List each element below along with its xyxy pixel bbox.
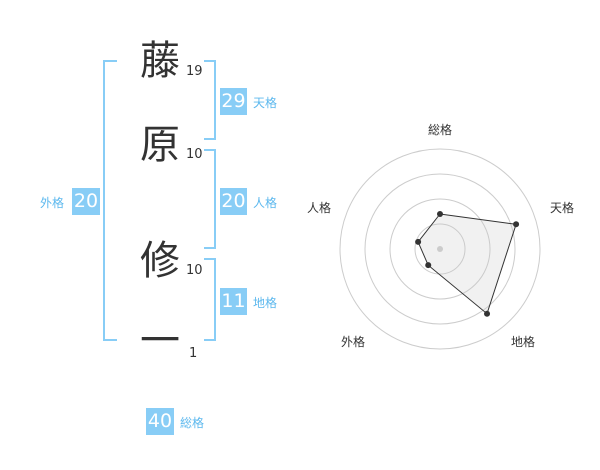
name-char-2: 原 xyxy=(140,122,180,168)
jinkaku-bracket xyxy=(204,149,216,249)
radar-polygon xyxy=(417,213,517,315)
name-char-3: 修 xyxy=(140,238,180,284)
chikaku-label: 地格 xyxy=(253,296,278,310)
radar-ring-2 xyxy=(389,198,491,300)
radar-point-5 xyxy=(415,238,422,245)
radar-label-jinkaku: 人格 xyxy=(307,201,332,215)
radar-point-2 xyxy=(513,221,520,228)
radar-label-soukaku: 総格 xyxy=(428,123,453,137)
name-char-1: 藤 xyxy=(140,38,180,84)
stroke-count-3: 10 xyxy=(186,263,203,278)
radar-ring-1 xyxy=(414,223,466,275)
radar-point-4 xyxy=(425,262,432,269)
tenkaku-bracket xyxy=(204,60,216,140)
name-char-4: 一 xyxy=(140,318,180,364)
jinkaku-label: 人格 xyxy=(253,196,278,210)
radar-label-chikaku: 地格 xyxy=(511,335,536,349)
tenkaku-badge: 29 xyxy=(220,88,247,115)
radar-point-3 xyxy=(484,310,491,317)
radar-ring-4 xyxy=(339,148,541,350)
gaikaku-label: 外格 xyxy=(40,196,65,210)
stroke-count-4: 1 xyxy=(189,346,198,361)
soukaku-badge: 40 xyxy=(146,408,174,435)
stroke-count-2: 10 xyxy=(186,147,203,162)
stroke-count-1: 19 xyxy=(186,64,203,79)
gaikaku-badge: 20 xyxy=(72,188,100,215)
radar-point-1 xyxy=(437,211,443,217)
radar-label-gaikaku: 外格 xyxy=(341,335,366,349)
chikaku-badge: 11 xyxy=(220,288,247,315)
radar-label-tenkaku: 天格 xyxy=(550,201,575,215)
radar-ring-3 xyxy=(364,173,516,325)
radar-center-dot xyxy=(437,246,443,252)
jinkaku-badge: 20 xyxy=(220,188,247,215)
gaikaku-bracket xyxy=(103,60,117,341)
soukaku-label: 総格 xyxy=(180,416,205,430)
tenkaku-label: 天格 xyxy=(253,96,278,110)
chikaku-bracket xyxy=(204,258,216,341)
